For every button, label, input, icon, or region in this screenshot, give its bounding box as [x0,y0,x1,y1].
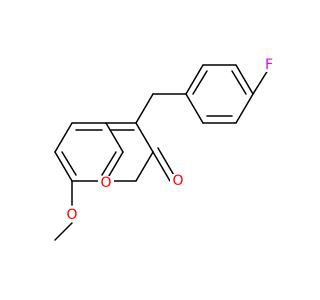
double-bond-inner [192,70,208,95]
bond [252,69,269,95]
bond [235,64,254,95]
carbonyl-bond [152,151,171,182]
pyranone-ring [105,122,176,182]
methoxy-oxygen-label: O [64,207,80,223]
fluorine-label: F [262,57,276,73]
ring-oxygen-text: O [100,175,111,191]
molecule-structure: O O O F [54,57,276,241]
bond [105,122,124,153]
carbonyl-oxygen-label: O [170,173,186,189]
benzene-ring [54,122,124,182]
bond [135,93,154,124]
double-bond-inner [231,70,247,95]
double-bond-inner [61,151,77,176]
fluorine-text: F [265,57,273,73]
bond [54,122,73,153]
carbonyl-oxygen-text: O [172,173,183,189]
methoxy-oxygen-text: O [66,207,77,223]
fluorophenyl-ring [152,64,269,124]
double-bond-inner [101,151,117,176]
bond [54,151,73,182]
bond [135,122,154,153]
bond [185,93,204,124]
ring-oxygen-label: O [98,175,114,191]
bond [185,64,204,95]
bond [235,93,254,124]
bond [54,222,73,241]
bond [135,151,154,182]
methoxy-group [54,180,73,241]
carbonyl-bond [157,147,176,178]
